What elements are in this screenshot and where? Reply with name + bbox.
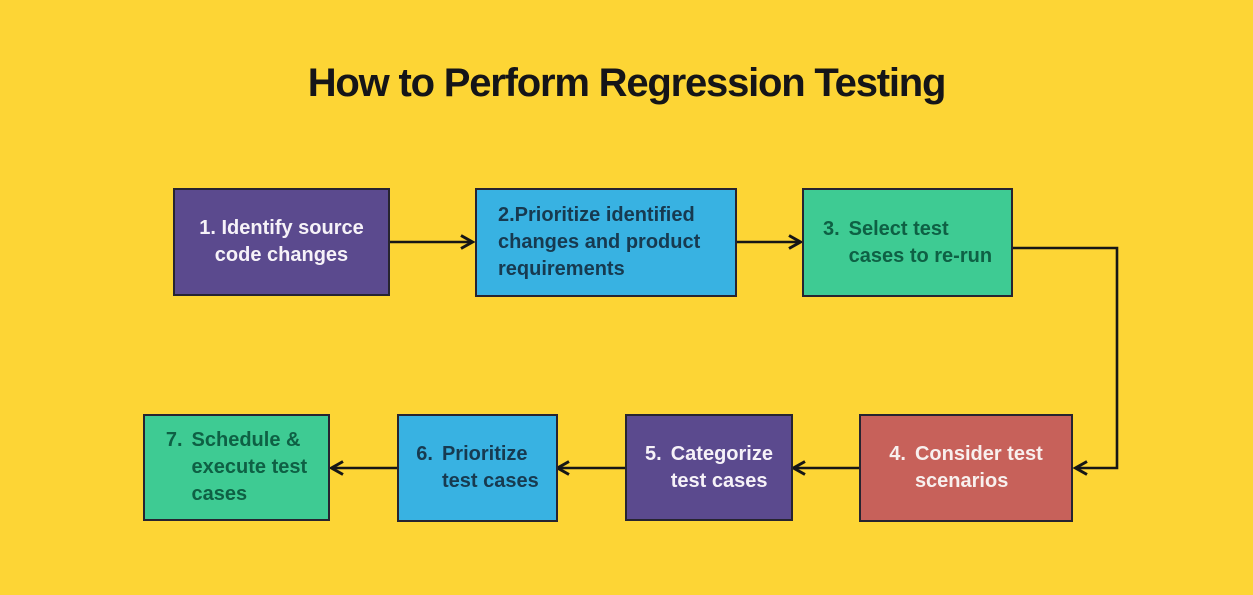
flow-step-5-box: 5. Categorize test cases — [625, 414, 793, 521]
flow-step-7-box: 7. Schedule & execute test cases — [143, 414, 330, 521]
arrowhead-left-icon — [328, 460, 344, 476]
arrowhead-right-icon — [460, 234, 476, 250]
step-number: 4. — [889, 443, 906, 465]
step-line: changes and product — [498, 231, 701, 253]
step-line: Prioritize — [441, 443, 528, 465]
arrowhead-right-icon — [788, 234, 804, 250]
step-line: requirements — [498, 258, 625, 280]
flow-step-4-box: 4. Consider test scenarios — [859, 414, 1073, 522]
step-line: 2.Prioritize identified — [498, 204, 695, 226]
arrowhead-left-icon — [554, 460, 570, 476]
flow-step-3-box: 3. Select test cases to re-run — [802, 188, 1013, 297]
step-line: execute test — [191, 456, 308, 478]
diagram-title: How to Perform Regression Testing — [307, 61, 947, 105]
step-line: test cases — [441, 470, 539, 492]
arrowhead-left-icon — [790, 460, 806, 476]
step-line: 1. Identify source — [199, 217, 364, 239]
step-number: 3. — [822, 217, 840, 240]
step-number: 5. — [645, 442, 662, 465]
flow-step-6-box: 6. Prioritize test cases — [397, 414, 558, 522]
step-number: 7. — [165, 429, 183, 451]
step-line: Consider test — [914, 443, 1043, 465]
step-line: Categorize — [670, 442, 773, 465]
step-line: code changes — [214, 244, 349, 266]
flow-step-2-box: 2.Prioritize identified changes and prod… — [475, 188, 737, 297]
step-line: Select test — [848, 217, 949, 240]
step-line: test cases — [670, 469, 768, 492]
step-number: 6. — [416, 443, 433, 465]
step-line: Schedule & — [191, 429, 301, 451]
step-line: scenarios — [914, 470, 1009, 492]
flow-step-1-box: 1. Identify source code changes — [173, 188, 390, 296]
arrowhead-left-icon — [1072, 460, 1088, 476]
step-line: cases to re-run — [848, 244, 993, 267]
step-line: cases — [191, 483, 248, 505]
